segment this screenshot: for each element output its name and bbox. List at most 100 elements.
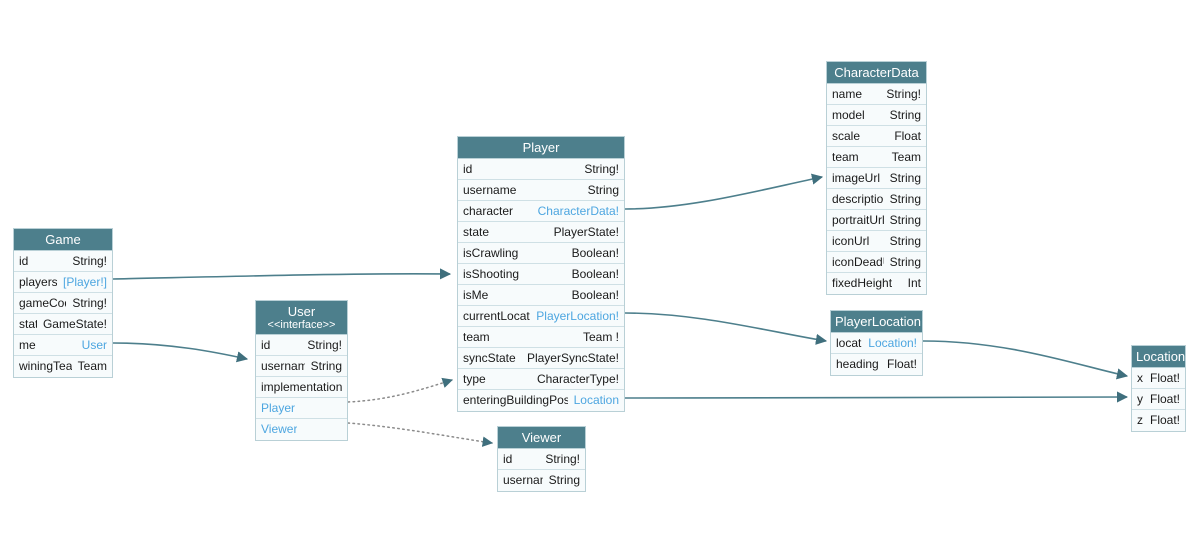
entity-user-title: User <<interface>> — [256, 301, 347, 335]
field-name: imageUrl — [832, 171, 881, 185]
field-type: Boolean! — [571, 287, 619, 302]
field-name: currentLocation — [463, 309, 530, 323]
field-row[interactable]: isMe Boolean! — [458, 285, 624, 306]
field-row[interactable]: players [Player!] — [14, 272, 112, 293]
field-name: isMe — [463, 288, 489, 302]
field-row[interactable]: username String — [458, 180, 624, 201]
field-type: String — [587, 182, 619, 197]
field-name: me — [19, 338, 36, 352]
entity-viewer-title: Viewer — [498, 427, 585, 449]
entity-user-stereotype: <<interface>> — [267, 319, 336, 331]
field-type: String! — [307, 337, 342, 352]
field-row[interactable]: heading Float! — [831, 354, 922, 375]
field-row[interactable]: id String! — [458, 159, 624, 180]
field-row[interactable]: username String — [256, 356, 347, 377]
entity-player-location[interactable]: PlayerLocation location Location! headin… — [830, 310, 923, 376]
field-row[interactable]: id String! — [256, 335, 347, 356]
field-row[interactable]: imageUrl String — [827, 168, 926, 189]
edge-user-viewer-implementation — [347, 422, 494, 447]
field-name: team — [463, 330, 490, 344]
field-name: scale — [832, 129, 861, 143]
field-row[interactable]: portraitUrl String — [827, 210, 926, 231]
implementation-name: Viewer — [261, 423, 298, 436]
field-row[interactable]: isShooting Boolean! — [458, 264, 624, 285]
entity-character-data[interactable]: CharacterData name String! model String … — [826, 61, 927, 295]
field-row[interactable]: username String — [498, 470, 585, 491]
edge-player-character-to-characterdata — [624, 173, 824, 210]
field-row[interactable]: team Team ! — [458, 327, 624, 348]
field-row[interactable]: isCrawling Boolean! — [458, 243, 624, 264]
field-row[interactable]: iconUrl String — [827, 231, 926, 252]
field-row[interactable]: gameCode String! — [14, 293, 112, 314]
field-name: portraitUrl — [832, 213, 884, 227]
entity-location-title: Location — [1132, 346, 1185, 368]
field-row[interactable]: syncState PlayerSyncState! — [458, 348, 624, 369]
field-type: Float — [894, 128, 921, 143]
entity-game-title: Game — [14, 229, 112, 251]
field-row[interactable]: winingTeam Team — [14, 356, 112, 377]
field-row[interactable]: currentLocation PlayerLocation! — [458, 306, 624, 327]
field-name: syncState — [463, 351, 516, 365]
field-type: CharacterType! — [536, 371, 619, 386]
field-type: String! — [545, 451, 580, 466]
field-type[interactable]: PlayerLocation! — [536, 308, 619, 323]
implementation-name: Player — [261, 401, 296, 415]
field-type[interactable]: [Player!] — [62, 274, 107, 289]
field-row[interactable]: id String! — [498, 449, 585, 470]
entity-player[interactable]: Player id String! username String charac… — [457, 136, 625, 412]
implementations-label: implementations — [261, 380, 342, 394]
field-row[interactable]: description String — [827, 189, 926, 210]
edge-user-player-implementation — [347, 377, 454, 403]
field-type[interactable]: User — [81, 337, 107, 352]
field-type: Team ! — [582, 329, 619, 344]
field-row[interactable]: me User — [14, 335, 112, 356]
field-type: String — [889, 170, 921, 185]
field-type: String — [889, 212, 921, 227]
field-name: players — [19, 275, 57, 289]
field-name: iconUrl — [832, 234, 870, 248]
field-type[interactable]: Location — [573, 393, 619, 407]
field-row[interactable]: location Location! — [831, 333, 922, 354]
field-type[interactable]: CharacterData! — [537, 203, 619, 218]
field-row[interactable]: character CharacterData! — [458, 201, 624, 222]
field-name: id — [463, 162, 473, 176]
field-row[interactable]: team Team — [827, 147, 926, 168]
field-type: Float! — [1149, 370, 1180, 385]
entity-user[interactable]: User <<interface>> id String! username S… — [255, 300, 348, 441]
field-row[interactable]: enteringBuildingPosition Location — [458, 390, 624, 411]
field-row[interactable]: state GameState! — [14, 314, 112, 335]
field-row[interactable]: y Float! — [1132, 389, 1185, 410]
field-row[interactable]: state PlayerState! — [458, 222, 624, 243]
edge-game-me-to-user — [112, 342, 249, 363]
field-type[interactable]: Location! — [868, 335, 917, 350]
entity-location[interactable]: Location x Float! y Float! z Float! — [1131, 345, 1186, 432]
entity-viewer[interactable]: Viewer id String! username String — [497, 426, 586, 492]
implementation-item[interactable]: Player — [256, 398, 347, 419]
field-row[interactable]: iconDeadUrl String — [827, 252, 926, 273]
entity-game[interactable]: Game id String! players [Player!] gameCo… — [13, 228, 113, 378]
field-type: Team — [77, 359, 107, 373]
field-row[interactable]: x Float! — [1132, 368, 1185, 389]
field-row[interactable]: id String! — [14, 251, 112, 272]
field-type: Int — [907, 276, 921, 290]
field-type: String — [310, 358, 342, 373]
field-name: id — [19, 254, 29, 268]
field-name: state — [463, 225, 490, 239]
field-name: y — [1137, 392, 1143, 406]
field-row[interactable]: type CharacterType! — [458, 369, 624, 390]
field-type: PlayerSyncState! — [526, 350, 619, 365]
field-row[interactable]: name String! — [827, 84, 926, 105]
field-type: PlayerState! — [553, 224, 619, 239]
field-type: Float! — [1149, 391, 1180, 406]
field-name: winingTeam — [19, 360, 72, 373]
field-name: isShooting — [463, 267, 520, 281]
entity-player-title: Player — [458, 137, 624, 159]
field-name: location — [836, 336, 862, 350]
field-row[interactable]: fixedHeight Int — [827, 273, 926, 294]
implementation-item[interactable]: Viewer — [256, 419, 347, 440]
edge-playerlocation-location-to-location — [922, 340, 1129, 380]
field-type: String! — [584, 161, 619, 176]
field-row[interactable]: z Float! — [1132, 410, 1185, 431]
field-row[interactable]: scale Float — [827, 126, 926, 147]
field-row[interactable]: model String — [827, 105, 926, 126]
